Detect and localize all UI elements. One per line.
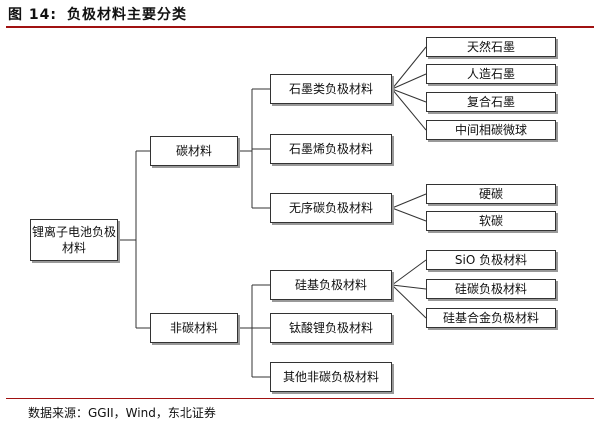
non-carbon-materials-node: 非碳材料: [150, 313, 238, 343]
mesocarbon-microbeads-node: 中间相碳微球: [426, 120, 556, 140]
hard-carbon-node: 硬碳: [426, 184, 556, 204]
connector-disordered-carbon: [391, 193, 427, 222]
connector-non-carbon: [238, 284, 270, 378]
footer-divider: [6, 398, 594, 399]
lithium-titanate-anode-node: 钛酸锂负极材料: [270, 313, 392, 343]
connector-carbon: [238, 88, 270, 209]
sio-anode-node: SiO 负极材料: [426, 250, 556, 270]
figure-title: 图 14: 负极材料主要分类: [8, 4, 187, 24]
silicon-carbon-anode-node: 硅碳负极材料: [426, 279, 556, 299]
other-non-carbon-anode-node: 其他非碳负极材料: [270, 362, 392, 392]
connector-graphite: [391, 46, 427, 131]
silicon-anode-node: 硅基负极材料: [270, 270, 392, 300]
silicon-alloy-anode-node: 硅基合金负极材料: [426, 308, 556, 328]
graphite-anode-node: 石墨类负极材料: [270, 74, 392, 104]
title-divider: [6, 26, 594, 28]
natural-graphite-node: 天然石墨: [426, 37, 556, 57]
figure-title-text: 负极材料主要分类: [66, 7, 187, 23]
carbon-materials-node: 碳材料: [150, 136, 238, 166]
connector-root: [118, 150, 150, 329]
graphene-anode-node: 石墨烯负极材料: [270, 134, 392, 164]
data-source: 数据来源：GGII，Wind，东北证券: [28, 406, 216, 420]
soft-carbon-node: 软碳: [426, 211, 556, 231]
artificial-graphite-node: 人造石墨: [426, 64, 556, 84]
disordered-carbon-anode-node: 无序碳负极材料: [270, 193, 392, 223]
connector-silicon: [391, 259, 427, 319]
composite-graphite-node: 复合石墨: [426, 92, 556, 112]
figure-number: 图 14:: [8, 7, 57, 23]
root-node: 锂离子电池负极材料: [30, 219, 118, 261]
